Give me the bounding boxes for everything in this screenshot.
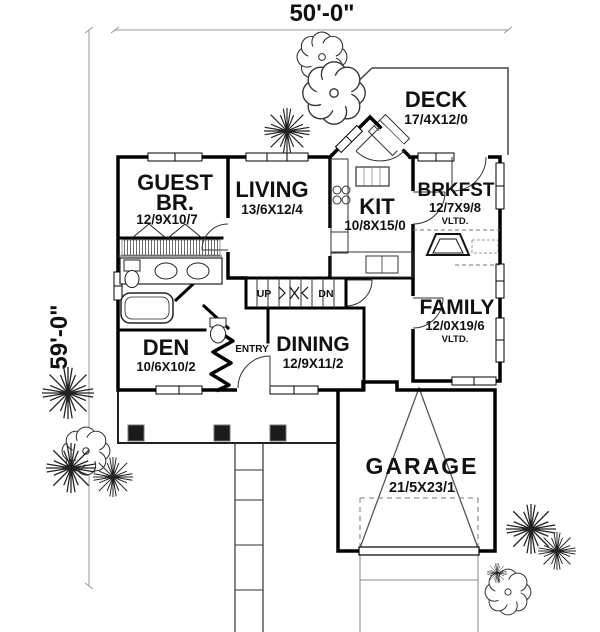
stairs: UP DN <box>244 276 348 310</box>
room-size-garage: 21/5X23/1 <box>389 480 455 496</box>
garage-roof-lines <box>359 386 479 549</box>
room-label-family: FAMILY <box>419 296 494 319</box>
toilet-bowl <box>124 270 140 288</box>
room-label-guest-1: GUEST <box>137 170 213 195</box>
toilet-bowl <box>210 324 226 344</box>
bush-icon <box>263 107 311 155</box>
porch-column <box>127 424 145 442</box>
porch-column <box>269 424 287 442</box>
room-label-dining: DINING <box>276 333 350 356</box>
garage-dashed-lines <box>359 497 479 548</box>
room-size-living: 13/6X12/4 <box>241 202 303 217</box>
bathroom-fixtures <box>119 257 227 344</box>
bush-icon <box>486 562 508 584</box>
tree-icon <box>485 569 531 615</box>
dimension-width-label: 50'-0" <box>289 0 354 27</box>
door-openings <box>224 125 488 394</box>
fireplace <box>413 229 500 266</box>
room-label-garage: GARAGE <box>366 453 479 479</box>
room-label-den: DEN <box>143 335 189 360</box>
room-note-breakfast: VLTD. <box>442 216 469 227</box>
room-size-den: 10/6X10/2 <box>136 359 195 374</box>
room-label-guest-2: BR. <box>156 190 194 215</box>
room-size-guest: 12/9X10/7 <box>136 212 198 227</box>
stairs-up-label: UP <box>257 288 272 300</box>
kitchen-island <box>355 166 390 187</box>
bush-icon <box>41 366 95 420</box>
doors <box>201 126 487 389</box>
dimension-lines <box>84 26 513 590</box>
room-label-kitchen: KIT <box>359 194 395 219</box>
driveway <box>359 554 479 632</box>
dimension-height-label: 59'-0" <box>46 304 73 369</box>
porch-column <box>213 424 231 442</box>
bathtub-inner <box>124 296 170 320</box>
toilet-tank <box>123 259 141 272</box>
bush-icon <box>92 456 134 498</box>
garage-door <box>358 546 480 556</box>
walkway <box>234 443 264 632</box>
room-note-family: VLTD. <box>442 334 469 345</box>
room-size-breakfast: 12/7X9/8 <box>429 200 481 215</box>
room-size-deck: 17/4X12/0 <box>404 111 468 127</box>
room-size-family: 12/0X19/6 <box>425 318 484 333</box>
room-size-kitchen: 10/8X15/0 <box>344 218 406 233</box>
room-label-deck: DECK <box>405 87 467 112</box>
stairs-dn-label: DN <box>318 288 333 300</box>
room-label-entry: ENTRY <box>235 344 269 355</box>
tree-icon <box>303 62 365 124</box>
sink <box>154 262 178 280</box>
kitchen-fixtures <box>330 158 414 278</box>
room-label-breakfast: BRKFST <box>417 180 494 201</box>
bush-icon <box>505 503 557 555</box>
porch <box>117 390 338 444</box>
room-size-dining: 12/9X11/2 <box>283 356 344 371</box>
bush-icon <box>537 531 577 571</box>
bush-icon <box>45 442 97 494</box>
sink <box>186 262 210 280</box>
room-label-living: LIVING <box>235 177 308 202</box>
guest-closet <box>118 223 222 257</box>
windows <box>113 124 505 395</box>
